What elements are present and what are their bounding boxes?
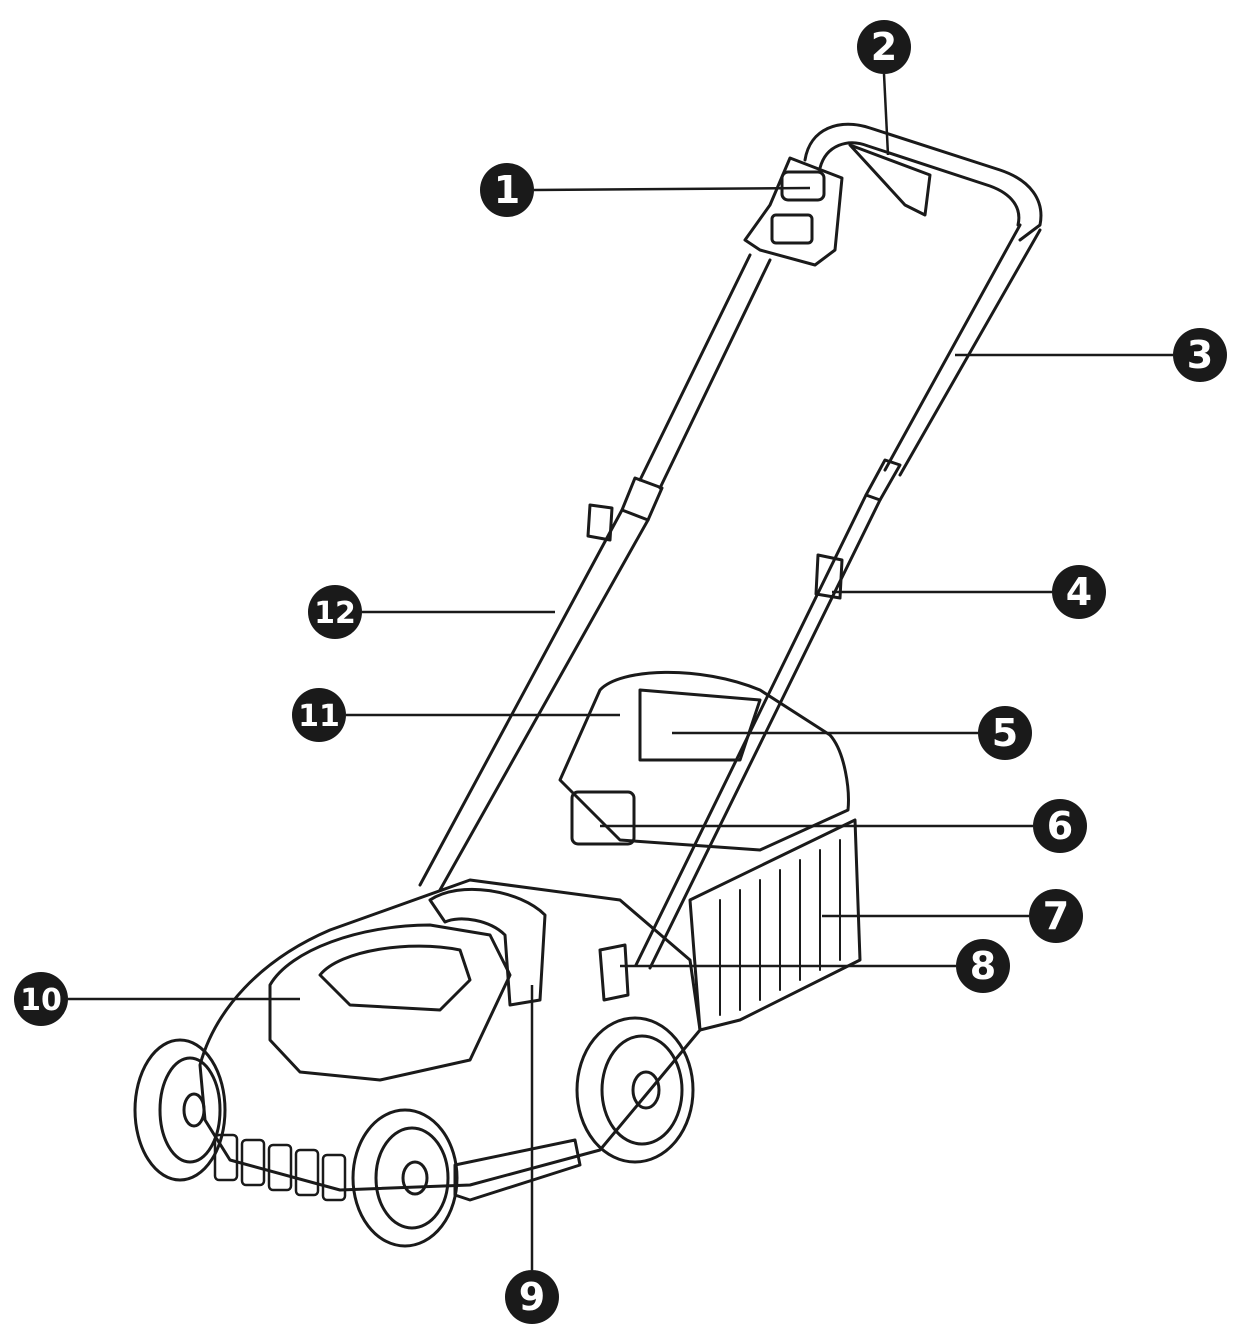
callout-9: 9 — [505, 1270, 559, 1324]
callout-12-label: 12 — [314, 596, 356, 631]
callout-3: 3 — [1173, 328, 1227, 382]
callout-2: 2 — [857, 20, 911, 74]
callout-5-label: 5 — [992, 711, 1018, 755]
callout-11-label: 11 — [298, 699, 340, 734]
handle-grip — [848, 143, 932, 217]
callout-4: 4 — [1052, 565, 1106, 619]
battery-pack-top — [318, 944, 472, 1012]
handle-knob-right — [814, 553, 844, 600]
wheel-rear-right — [575, 1016, 695, 1164]
handle-top-bar — [803, 122, 1043, 242]
switch-button — [780, 170, 826, 202]
handle-lower-right — [634, 493, 882, 970]
leader-lines — [68, 73, 1173, 1270]
callout-8-label: 8 — [970, 944, 996, 988]
callouts: 1 2 3 4 5 6 7 8 — [14, 20, 1227, 1324]
callout-5: 5 — [978, 706, 1032, 760]
fill-indicator — [570, 790, 636, 846]
battery-pack — [268, 923, 512, 1082]
safety-lock — [770, 213, 814, 245]
callout-4-label: 4 — [1066, 570, 1092, 614]
callout-7-label: 7 — [1043, 894, 1069, 938]
callout-10-label: 10 — [20, 983, 62, 1018]
callout-1-label: 1 — [494, 168, 520, 212]
handle-tube-left — [638, 253, 772, 490]
callout-9-label: 9 — [519, 1275, 545, 1319]
handle-lower-left — [418, 508, 650, 892]
callout-2-label: 2 — [871, 25, 897, 69]
callout-6-label: 6 — [1047, 804, 1073, 848]
wheel-front-right — [351, 1108, 459, 1248]
height-adjust-lever — [598, 943, 630, 1002]
leader-2 — [882, 73, 890, 156]
wheel-front-left — [133, 1038, 227, 1182]
callout-7: 7 — [1029, 889, 1083, 943]
front-skid — [453, 1138, 582, 1202]
mower-illustration — [133, 122, 1043, 1248]
callout-11: 11 — [292, 688, 346, 742]
handle-joint-left — [620, 476, 664, 522]
grass-box-mesh — [719, 839, 841, 1016]
callout-10: 10 — [14, 972, 68, 1026]
handle-tube-right — [883, 223, 1042, 477]
grass-box-side — [688, 818, 862, 1032]
handle-joint-right — [864, 458, 902, 502]
handle-knob-left — [586, 503, 614, 542]
handle-top-bar-inner — [818, 141, 1021, 227]
front-vents — [213, 1133, 347, 1202]
callout-8: 8 — [956, 939, 1010, 993]
switch-box — [743, 156, 844, 267]
callout-6: 6 — [1033, 799, 1087, 853]
leader-1 — [533, 186, 811, 192]
battery-grip — [428, 887, 547, 1007]
callout-3-label: 3 — [1187, 333, 1213, 377]
grass-box-top — [558, 670, 850, 852]
callout-1: 1 — [480, 163, 534, 217]
mower-deck — [198, 878, 702, 1192]
grass-box-handle — [638, 688, 762, 762]
callout-12: 12 — [308, 585, 362, 639]
